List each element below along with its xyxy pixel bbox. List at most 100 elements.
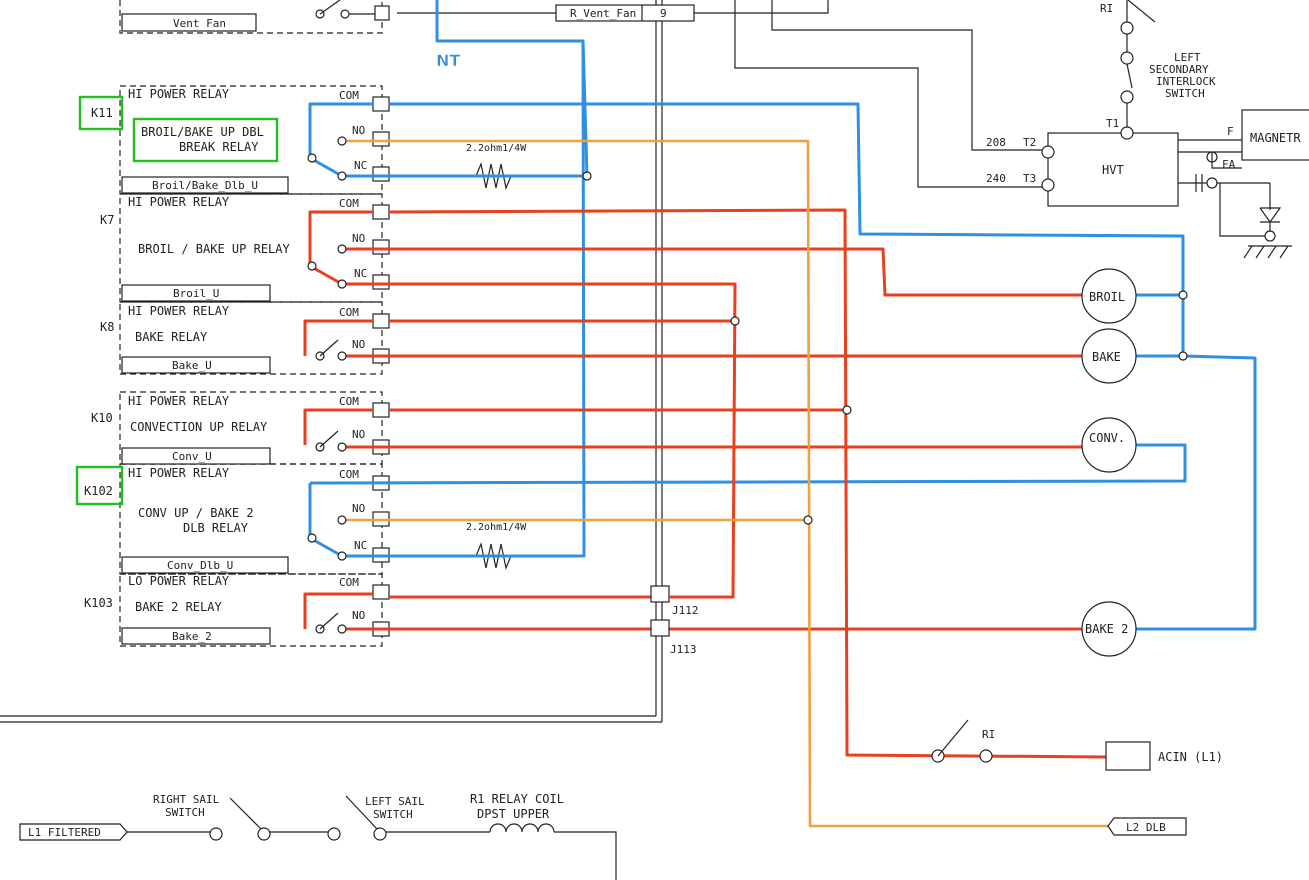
relay-type: HI POWER RELAY: [128, 394, 230, 408]
element-bake2: BAKE 2: [1081, 601, 1137, 657]
relay-type: HI POWER RELAY: [128, 466, 230, 480]
highlight-k11-ref: [78, 95, 124, 131]
relay-ref: K103: [84, 596, 113, 610]
l2-dlb-label: L2 DLB: [1126, 821, 1166, 834]
left-sail-label: LEFT SAIL: [365, 795, 425, 808]
right-sail-label: RIGHT SAIL: [153, 793, 220, 806]
relay-name: BAKE RELAY: [135, 330, 208, 344]
hvt-208: 208: [986, 136, 1006, 149]
relay-signal: Bake_U: [172, 359, 212, 372]
relay-type: LO POWER RELAY: [128, 574, 230, 588]
relay-ref: K8: [100, 320, 114, 334]
resistor-k11: 2.2ohm1/4W: [466, 143, 527, 191]
j113-label: J113: [670, 643, 697, 656]
r1-contact-acin: RI ACIN (L1): [931, 719, 1223, 771]
r1-label: RI: [982, 728, 995, 741]
l2-dlb-wires: [342, 139, 1108, 828]
relay-ref: K10: [91, 411, 113, 425]
relay-k8: K8 HI POWER RELAY BAKE RELAY Bake_U: [100, 304, 271, 374]
relay-ref: K11: [91, 106, 113, 120]
line1-wires: [303, 208, 1107, 759]
relay-name: CONVECTION UP RELAY: [130, 420, 268, 434]
com-label: COM: [339, 89, 359, 102]
hvt-t3: T3: [1023, 172, 1036, 185]
vent-fan-label: Vent Fan: [173, 17, 226, 30]
relay-name: DLB RELAY: [183, 521, 249, 535]
terminal-labels: COM NO NC COM NO NC COM NO COM NO COM NO…: [339, 89, 367, 622]
no-label: NO: [352, 502, 365, 515]
hvt-t1: T1: [1106, 117, 1119, 130]
bottom-control-chain: L1 FILTERED RIGHT SAIL SWITCH LEFT SAIL …: [19, 792, 617, 880]
r1-coil-label: R1 RELAY COIL: [470, 792, 564, 806]
relay-k7: K7 HI POWER RELAY BROIL / BAKE UP RELAY …: [100, 195, 290, 302]
relay-signal: Broil/Bake_Dlb_U: [152, 179, 258, 192]
conv-label: CONV.: [1089, 431, 1125, 445]
left-sail-label: SWITCH: [373, 808, 413, 821]
no-label: NO: [352, 428, 365, 441]
interlock-line: INTERLOCK: [1156, 75, 1216, 88]
relay-ref: K7: [100, 213, 114, 227]
element-broil: BROIL: [1081, 268, 1137, 324]
interlock-line: SWITCH: [1165, 87, 1205, 100]
relay-signal: Broil_U: [173, 287, 219, 300]
hvt-fa: FA: [1222, 158, 1236, 171]
r-vent-fan-label: R_Vent_Fan: [570, 7, 636, 20]
acin-label: ACIN (L1): [1158, 750, 1223, 764]
hvt-transformer: HVT 208 T2 240 T3 T1 F FA MAGNETR: [734, 0, 1309, 259]
bake-label: BAKE: [1092, 350, 1121, 364]
relay-signal: Conv_U: [172, 450, 212, 463]
highlight-k102-ref: [75, 465, 124, 506]
right-sail-label: SWITCH: [165, 806, 205, 819]
relay-name: BROIL / BAKE UP RELAY: [138, 242, 290, 256]
nc-label: NC: [354, 267, 367, 280]
r-vent-fan-pin: 9: [660, 7, 667, 20]
hvt-240: 240: [986, 172, 1006, 185]
magnetron-label: MAGNETR: [1250, 131, 1301, 145]
hvt-f: F: [1227, 125, 1234, 138]
net-label-nt: NT: [436, 51, 460, 70]
relay-name: BROIL/BAKE UP DBL: [141, 125, 264, 139]
element-bake: BAKE: [1081, 328, 1137, 384]
com-label: COM: [339, 395, 359, 408]
hvt-label: HVT: [1102, 163, 1124, 177]
connector-j112: J112: [650, 585, 699, 617]
relay-ref: K102: [84, 484, 113, 498]
highlight-k11-name: [132, 117, 279, 163]
resistor-label: 2.2ohm1/4W: [466, 143, 527, 154]
l2-dlb-terminal: L2 DLB: [1107, 817, 1187, 836]
com-label: COM: [339, 197, 359, 210]
relay-signal: Bake_2: [172, 630, 212, 643]
relay-type: HI POWER RELAY: [128, 87, 230, 101]
com-label: COM: [339, 576, 359, 589]
no-label: NO: [352, 232, 365, 245]
element-conv: CONV.: [1081, 417, 1137, 473]
relay-type: HI POWER RELAY: [128, 195, 230, 209]
relay-name: CONV UP / BAKE 2: [138, 506, 254, 520]
bake2-label: BAKE 2: [1085, 622, 1128, 636]
relay-k102: K102 HI POWER RELAY CONV UP / BAKE 2 DLB…: [84, 466, 289, 574]
no-label: NO: [352, 609, 365, 622]
vent-fan-contact: [315, 0, 390, 21]
interlock-r1-label: RI: [1100, 2, 1113, 15]
no-label: NO: [352, 338, 365, 351]
left-secondary-interlock-switch: RI LEFT SECONDARY INTERLOCK SWITCH: [1100, 0, 1216, 127]
relay-name: BAKE 2 RELAY: [135, 600, 222, 614]
relay-signal: Conv_Dlb_U: [167, 559, 233, 572]
relay-k103: K103 LO POWER RELAY BAKE 2 RELAY Bake_2: [84, 574, 271, 645]
interlock-line: SECONDARY: [1149, 63, 1209, 76]
no-label: NO: [352, 124, 365, 137]
nc-label: NC: [354, 159, 367, 172]
neutral-wires: [308, 0, 1257, 631]
resistor-k102: 2.2ohm1/4W: [466, 522, 527, 571]
relay-name: BREAK RELAY: [179, 140, 259, 154]
relay-contacts: [307, 136, 1188, 634]
com-label: COM: [339, 468, 359, 481]
l1-filtered-label: L1 FILTERED: [28, 826, 101, 839]
nc-label: NC: [354, 539, 367, 552]
relay-k11: K11 HI POWER RELAY BROIL/BAKE UP DBL BRE…: [91, 87, 289, 194]
com-label: COM: [339, 306, 359, 319]
broil-label: BROIL: [1089, 290, 1125, 304]
resistor-label: 2.2ohm1/4W: [466, 522, 527, 533]
relay-k10: K10 HI POWER RELAY CONVECTION UP RELAY C…: [91, 394, 271, 465]
